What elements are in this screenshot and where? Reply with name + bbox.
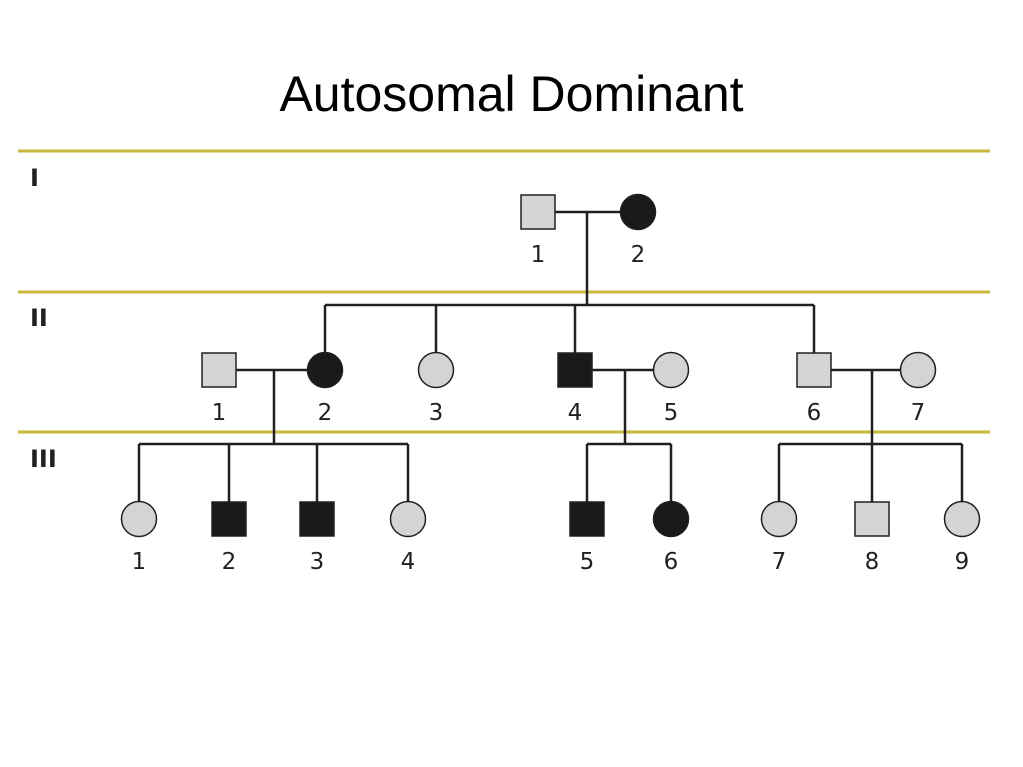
individual-III-3: 3 — [299, 501, 335, 575]
individual-number: 6 — [807, 400, 822, 426]
unaffected-female-circle — [652, 351, 690, 389]
affected-female-circle — [652, 500, 690, 538]
individual-III-9: 9 — [943, 500, 981, 575]
unaffected-female-circle — [417, 351, 455, 389]
page-title: Autosomal Dominant — [279, 66, 744, 122]
individual-number: 3 — [310, 549, 325, 575]
individual-II-6: 6 — [796, 352, 832, 426]
individual-III-1: 1 — [120, 500, 158, 575]
individual-III-7: 7 — [760, 500, 798, 575]
individual-number: 2 — [631, 242, 646, 268]
affected-female-circle — [619, 193, 657, 231]
individual-III-4: 4 — [389, 500, 427, 575]
unaffected-female-circle — [760, 500, 798, 538]
generation-label-I: I — [30, 164, 39, 192]
generation-label-III: III — [30, 445, 57, 473]
unaffected-female-circle — [943, 500, 981, 538]
individual-number: 4 — [568, 400, 583, 426]
individual-number: 1 — [212, 400, 227, 426]
unaffected-female-circle — [899, 351, 937, 389]
individual-number: 7 — [772, 549, 787, 575]
unaffected-female-circle — [120, 500, 158, 538]
individual-number: 1 — [531, 242, 546, 268]
affected-male-square — [569, 501, 605, 537]
affected-male-square — [211, 501, 247, 537]
individual-number: 9 — [955, 549, 970, 575]
individual-II-2: 2 — [306, 351, 344, 426]
unaffected-male-square — [201, 352, 237, 388]
individual-III-2: 2 — [211, 501, 247, 575]
individual-I-2: 2 — [619, 193, 657, 268]
unaffected-male-square — [520, 194, 556, 230]
unaffected-male-square — [796, 352, 832, 388]
individual-III-8: 8 — [854, 501, 890, 575]
individual-number: 6 — [664, 549, 679, 575]
affected-male-square — [557, 352, 593, 388]
individual-number: 8 — [865, 549, 880, 575]
unaffected-female-circle — [389, 500, 427, 538]
individual-II-4: 4 — [557, 352, 593, 426]
individual-II-7: 7 — [899, 351, 937, 426]
individual-number: 5 — [664, 400, 679, 426]
individual-number: 4 — [401, 549, 416, 575]
generation-label-II: II — [30, 304, 48, 332]
pedigree-individuals: 1 2 1 2 3 4 5 6 7 1 2 3 4 5 6 7 8 9 — [120, 193, 981, 575]
affected-male-square — [299, 501, 335, 537]
individual-number: 5 — [580, 549, 595, 575]
individual-II-1: 1 — [201, 352, 237, 426]
affected-female-circle — [306, 351, 344, 389]
individual-II-3: 3 — [417, 351, 455, 426]
individual-number: 2 — [222, 549, 237, 575]
unaffected-male-square — [854, 501, 890, 537]
individual-number: 7 — [911, 400, 926, 426]
individual-number: 1 — [132, 549, 147, 575]
individual-number: 3 — [429, 400, 444, 426]
individual-III-6: 6 — [652, 500, 690, 575]
individual-II-5: 5 — [652, 351, 690, 426]
individual-I-1: 1 — [520, 194, 556, 268]
pedigree-lines — [137, 210, 964, 502]
individual-number: 2 — [318, 400, 333, 426]
individual-III-5: 5 — [569, 501, 605, 575]
